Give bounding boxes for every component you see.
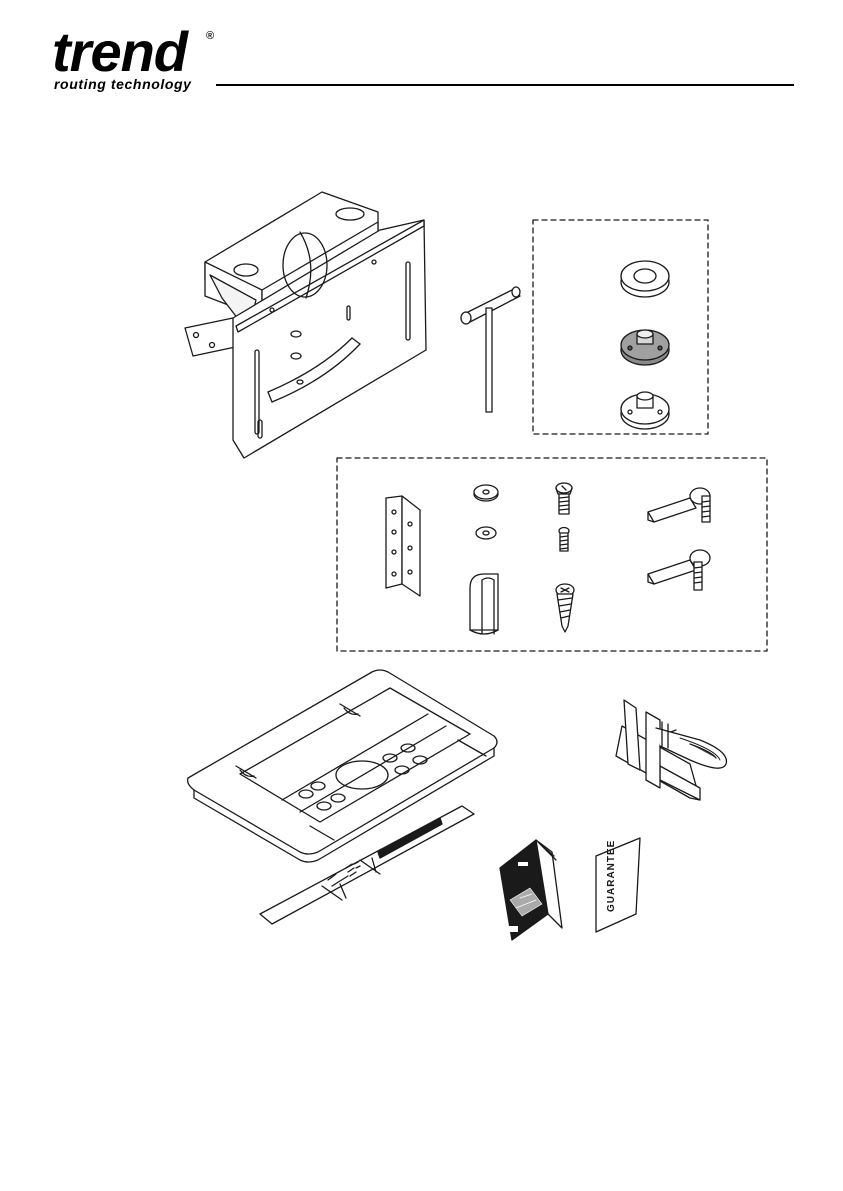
guide-bush-shaded [621,330,669,365]
guide-bush-ring [621,261,669,297]
machine-screw-short-illustration [559,528,569,552]
washer-small-illustration [476,527,496,539]
guarantee-card-label: GUARANTEE [606,840,617,912]
f-clamp-illustration [616,700,726,800]
hex-key-illustration [461,287,520,412]
guide-bush-collar [621,392,669,429]
guide-bush-group [533,220,708,434]
clip-block-illustration [470,574,498,634]
clamp-lever-upper-illustration [648,488,710,522]
angle-bracket-illustration [386,496,420,596]
base-plate-illustration [188,670,497,862]
washer-large-illustration [474,485,498,501]
fixings-group [337,458,767,651]
fence-assembly-illustration [185,192,426,458]
guarantee-card-illustration: GUARANTEE [596,838,640,932]
clamp-lever-lower-illustration [648,550,710,590]
wood-screw-illustration [556,584,574,632]
instruction-booklet-illustration [500,840,562,940]
machine-screw-long-illustration [556,483,572,514]
